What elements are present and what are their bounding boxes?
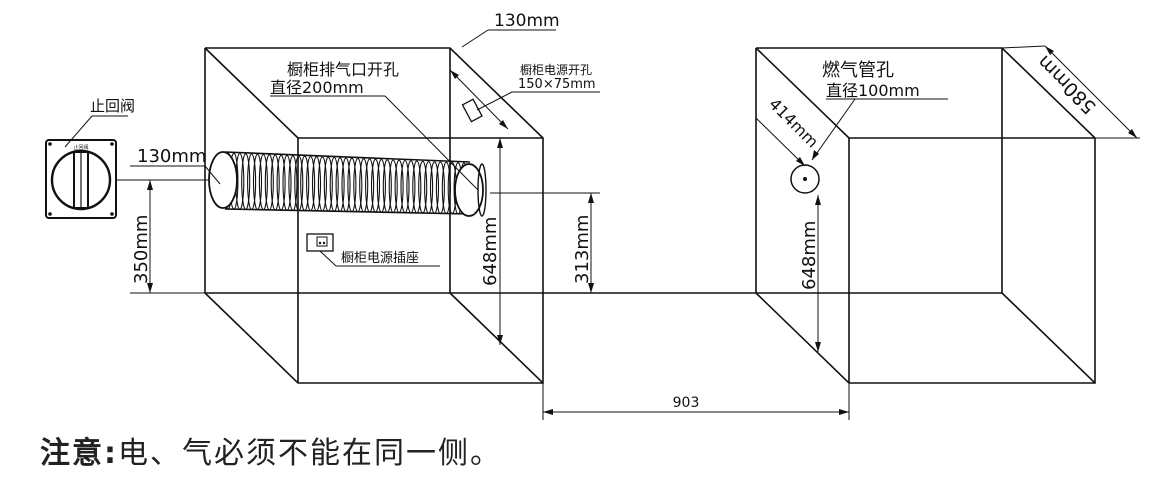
duct-rib	[282, 154, 292, 211]
vent-hole-label-2: 直径200mm	[270, 78, 364, 97]
duct-rib	[435, 161, 445, 215]
duct-rib	[306, 155, 316, 212]
duct-rib	[335, 157, 345, 212]
check-valve	[45, 139, 117, 219]
duct-rib	[347, 157, 357, 213]
power-hole-label-2: 150×75mm	[518, 77, 596, 92]
duct-rib	[264, 154, 274, 211]
left-cabinet	[204, 47, 544, 384]
duct-rib	[317, 156, 327, 212]
duct-rib	[376, 158, 386, 213]
duct-rib	[418, 160, 428, 214]
check-valve-label: 止回阀	[90, 97, 135, 115]
duct-rib	[382, 159, 392, 213]
duct-rib	[406, 160, 416, 214]
dim-depth-580: 580mm	[1033, 51, 1100, 118]
exhaust-duct	[208, 151, 487, 217]
duct-rib	[276, 154, 286, 211]
duct-rib	[412, 160, 422, 214]
duct-rib	[270, 154, 280, 211]
vent-hole-label-1: 橱柜排气口开孔	[287, 60, 399, 79]
duct-rib	[429, 161, 440, 214]
duct-rib	[341, 157, 351, 213]
duct-rib	[359, 158, 369, 213]
duct-rib	[288, 155, 298, 211]
dim-height-313: 313mm	[572, 215, 593, 284]
duct-rib	[323, 156, 333, 212]
power-socket-icon	[306, 233, 334, 252]
duct-rib	[247, 153, 257, 211]
duct-rib	[241, 153, 251, 210]
power-hole-marker	[461, 98, 483, 123]
duct-rib	[258, 153, 268, 211]
duct-rib	[424, 160, 434, 214]
right-cabinet	[755, 47, 1096, 384]
gas-hole-label-1: 燃气管孔	[822, 60, 894, 81]
duct-rib	[294, 155, 304, 212]
dim-height-350: 350mm	[131, 215, 152, 284]
duct-rib	[394, 159, 404, 214]
duct-rib	[441, 161, 451, 215]
dim-height-648-left: 648mm	[480, 217, 501, 286]
dim-height-648-right: 648mm	[799, 221, 820, 290]
duct-rib	[311, 156, 322, 212]
power-hole-label-1: 橱柜电源开孔	[520, 63, 592, 77]
gas-hole-label-2: 直径100mm	[826, 81, 920, 100]
duct-rib	[400, 159, 410, 214]
dim-width-903: 903	[673, 395, 700, 411]
note-prefix: 注意:	[40, 436, 118, 471]
duct-rib	[252, 153, 263, 211]
valve-small-text: 止回阀	[73, 144, 88, 151]
duct-rib	[365, 158, 375, 213]
power-socket-label: 橱柜电源插座	[341, 251, 419, 266]
duct-rib	[370, 158, 381, 213]
note-text: 电、气必须不能在同一侧。	[118, 436, 502, 471]
duct-rib	[300, 155, 310, 212]
duct-rib	[329, 156, 339, 212]
dim-duct-130: 130mm	[137, 146, 206, 167]
duct-rib	[353, 157, 363, 213]
installation-note: 注意:电、气必须不能在同一侧。	[40, 428, 502, 472]
dim-power-hole-130: 130mm	[494, 11, 560, 31]
duct-rib	[388, 159, 398, 214]
